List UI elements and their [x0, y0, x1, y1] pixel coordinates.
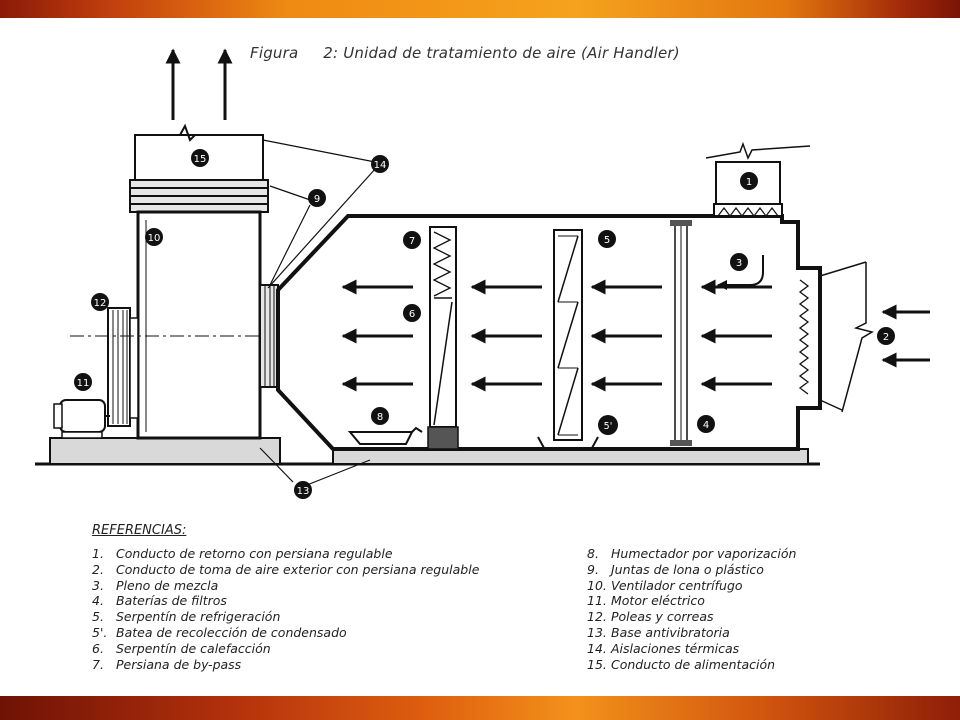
unit-base — [332, 448, 809, 465]
reference-item: 9.Juntas de lona o plástico — [587, 561, 764, 577]
heating-coil — [429, 226, 457, 428]
svg-text:15: 15 — [194, 154, 207, 165]
svg-text:5: 5 — [604, 235, 610, 246]
svg-text:3: 3 — [736, 258, 742, 269]
airflow-arrows — [341, 279, 772, 392]
callout-7: 7 — [403, 231, 421, 249]
callout-8: 8 — [371, 407, 389, 425]
callout-3: 3 — [730, 253, 748, 271]
callout-6: 6 — [403, 304, 421, 322]
flexible-joint-side — [259, 284, 279, 388]
svg-text:5': 5' — [604, 421, 613, 432]
main-casing — [276, 214, 822, 451]
reference-item: 14.Aislaciones térmicas — [587, 640, 740, 656]
reference-item: 11.Motor eléctrico — [587, 593, 705, 609]
fan-housing — [136, 210, 262, 440]
callout-5: 5 — [598, 230, 616, 248]
leader-lines — [259, 139, 377, 486]
coil-drain-box — [427, 426, 459, 450]
callout-5-prime: 5' — [598, 415, 618, 435]
callout-1: 1 — [740, 172, 758, 190]
callout-11: 11 — [74, 373, 92, 391]
return-damper — [713, 203, 783, 217]
svg-text:13: 13 — [297, 486, 310, 497]
reference-item: 7.Persiana de by-pass — [92, 656, 242, 672]
reference-item: 3.Pleno de mezcla — [92, 577, 219, 593]
outside-air-duct — [819, 261, 867, 411]
reference-item: 1.Conducto de retorno con persiana regul… — [92, 546, 393, 561]
electric-motor — [59, 399, 106, 433]
reference-item: 4.Baterías de filtros — [92, 593, 227, 609]
svg-text:2: 2 — [883, 332, 889, 343]
reference-item: 12.Poleas y correas — [587, 609, 714, 625]
references-list-right: 8.Humectador por vaporización 9.Juntas d… — [587, 546, 796, 672]
callout-9: 9 — [308, 189, 326, 207]
svg-text:10: 10 — [148, 233, 161, 244]
callout-labels: 15 14 9 10 12 11 13 7 6 8 5 5' 4 3 1 2 — [74, 149, 895, 499]
svg-text:4: 4 — [703, 420, 709, 431]
reference-item: 13.Base antivibratoria — [587, 624, 730, 640]
outside-air-damper — [798, 279, 810, 395]
supply-duct-break — [135, 123, 263, 142]
svg-text:8: 8 — [377, 412, 383, 423]
svg-text:9: 9 — [314, 194, 320, 205]
air-handler-diagram: 15 14 9 10 12 11 13 7 6 8 5 5' 4 3 1 2 — [35, 48, 930, 499]
bypass-damper — [432, 231, 452, 297]
callout-15: 15 — [191, 149, 209, 167]
reference-item: 6.Serpentín de calefacción — [92, 640, 271, 656]
reference-item: 10.Ventilador centrífugo — [587, 577, 743, 593]
humidifier — [347, 431, 414, 445]
references-list-left: 1.Conducto de retorno con persiana regul… — [92, 546, 479, 672]
mixing-arrow — [717, 255, 764, 290]
pulley-lines — [112, 310, 128, 424]
references-heading: REFERENCIAS: — [92, 523, 187, 538]
svg-text:14: 14 — [374, 160, 387, 171]
callout-10: 10 — [145, 228, 163, 246]
condensate-pan — [537, 436, 599, 449]
reference-item: 5.Serpentín de refrigeración — [92, 609, 281, 625]
svg-text:11: 11 — [77, 378, 90, 389]
reference-item: 5'.Batea de recolección de condensado — [92, 624, 347, 640]
fan-base — [49, 437, 281, 465]
callout-12: 12 — [91, 293, 109, 311]
top-decorative-bar — [0, 0, 960, 18]
flexible-joint-top — [129, 179, 269, 213]
bottom-decorative-bar — [0, 696, 960, 720]
svg-text:7: 7 — [409, 236, 415, 247]
reference-item: 8.Humectador por vaporización — [587, 546, 797, 561]
svg-text:1: 1 — [746, 177, 752, 188]
svg-text:12: 12 — [94, 298, 107, 309]
reference-item: 2.Conducto de toma de aire exterior con … — [92, 561, 480, 577]
svg-text:6: 6 — [409, 309, 415, 320]
callout-2: 2 — [877, 327, 895, 345]
callout-14: 14 — [371, 155, 389, 173]
reference-item: 15.Conducto de alimentación — [587, 656, 776, 672]
figure-title: Figura 2: Unidad de tratamiento de aire … — [250, 44, 680, 62]
callout-4: 4 — [697, 415, 715, 433]
callout-13: 13 — [294, 481, 312, 499]
